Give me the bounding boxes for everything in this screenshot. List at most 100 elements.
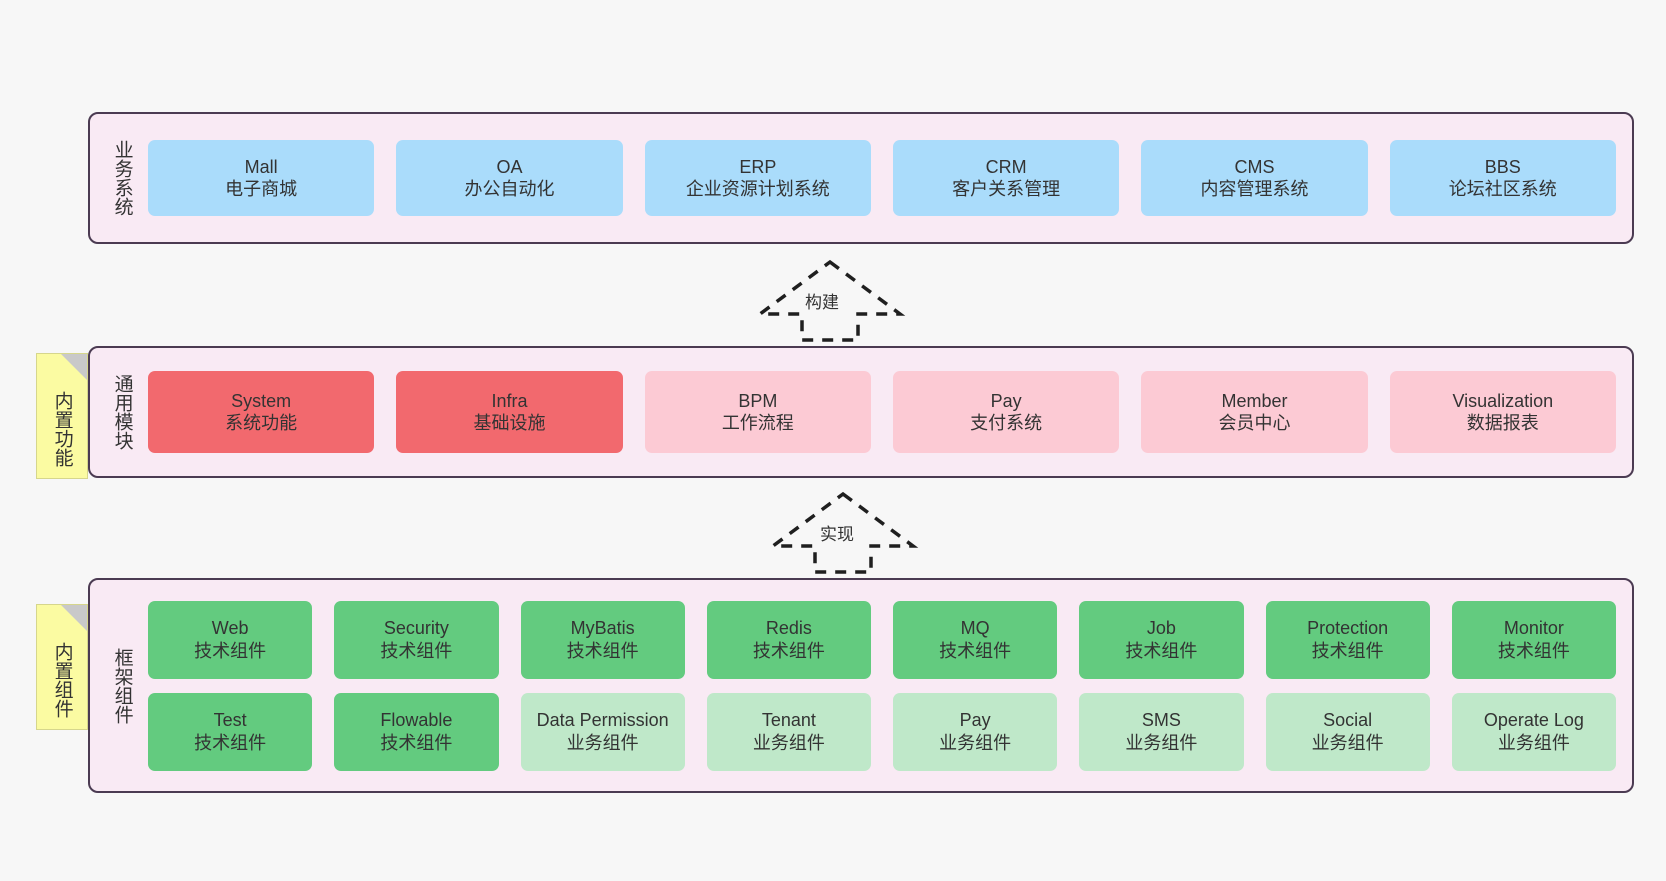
node-bpm[interactable]: BPM 工作流程 — [644, 371, 871, 453]
node-subtitle: 技术组件 — [1497, 640, 1570, 661]
page-fold-icon — [61, 605, 87, 631]
layer-body-framework-component: Web 技术组件 Security 技术组件 MyBatis 技术组件 Redi… — [144, 580, 1632, 791]
node-job[interactable]: Job 技术组件 — [1079, 600, 1244, 679]
connector-label: 构建 — [805, 293, 839, 312]
node-bbs[interactable]: BBS 论坛社区系统 — [1389, 140, 1616, 216]
node-title: Monitor — [1503, 618, 1564, 638]
node-subtitle: 业务组件 — [752, 732, 825, 753]
node-infra[interactable]: Infra 基础设施 — [396, 371, 623, 453]
node-sms[interactable]: SMS 业务组件 — [1079, 692, 1244, 771]
node-test[interactable]: Test 技术组件 — [148, 692, 313, 771]
sticky-note-builtin-features: 内置功能 — [36, 353, 88, 479]
node-redis[interactable]: Redis 技术组件 — [706, 600, 871, 679]
node-member[interactable]: Member 会员中心 — [1141, 371, 1368, 453]
node-subtitle: 业务组件 — [566, 732, 639, 753]
node-subtitle: 工作流程 — [721, 413, 794, 433]
node-flowable[interactable]: Flowable 技术组件 — [334, 692, 499, 771]
node-erp[interactable]: ERP 企业资源计划系统 — [644, 140, 871, 216]
node-subtitle: 系统功能 — [225, 413, 298, 433]
node-title: OA — [496, 156, 523, 177]
node-subtitle: 数据报表 — [1466, 413, 1539, 433]
node-row: Mall 电子商城 OA 办公自动化 ERP 企业资源计划系统 CRM 客户关系… — [148, 140, 1616, 216]
node-title: Web — [211, 618, 249, 638]
node-web[interactable]: Web 技术组件 — [148, 600, 313, 679]
node-title: Pay — [990, 390, 1022, 411]
node-subtitle: 论坛社区系统 — [1448, 179, 1557, 199]
node-subtitle: 业务组件 — [1311, 732, 1384, 753]
node-title: Flowable — [380, 710, 453, 730]
node-system[interactable]: System 系统功能 — [148, 371, 375, 453]
layer-body-business-system: Mall 电子商城 OA 办公自动化 ERP 企业资源计划系统 CRM 客户关系… — [144, 114, 1632, 242]
node-title: Member — [1221, 390, 1288, 411]
node-oa[interactable]: OA 办公自动化 — [396, 140, 623, 216]
node-title: Pay — [959, 710, 991, 730]
node-data-permission[interactable]: Data Permission 业务组件 — [520, 692, 685, 771]
node-title: Mall — [244, 156, 278, 177]
node-subtitle: 企业资源计划系统 — [685, 179, 830, 199]
node-operate-log[interactable]: Operate Log 业务组件 — [1451, 692, 1616, 771]
node-row: Web 技术组件 Security 技术组件 MyBatis 技术组件 Redi… — [148, 600, 1616, 679]
layer-title-framework-component: 框架组件 — [111, 647, 133, 724]
node-pay-component[interactable]: Pay 业务组件 — [893, 692, 1058, 771]
node-mq[interactable]: MQ 技术组件 — [893, 600, 1058, 679]
node-social[interactable]: Social 业务组件 — [1265, 692, 1430, 771]
node-subtitle: 技术组件 — [380, 732, 453, 753]
node-subtitle: 业务组件 — [1125, 732, 1198, 753]
layer-framework-component: 框架组件 Web 技术组件 Security 技术组件 MyBatis 技术组件… — [88, 578, 1634, 793]
node-crm[interactable]: CRM 客户关系管理 — [892, 140, 1120, 216]
node-tenant[interactable]: Tenant 业务组件 — [706, 692, 871, 771]
node-title: ERP — [739, 156, 777, 177]
connector-label: 实现 — [820, 525, 854, 544]
node-visualization[interactable]: Visualization 数据报表 — [1389, 371, 1616, 453]
node-subtitle: 技术组件 — [939, 640, 1012, 661]
node-title: CRM — [985, 156, 1027, 177]
node-mall[interactable]: Mall 电子商城 — [148, 140, 375, 216]
node-title: Social — [1323, 710, 1373, 730]
node-subtitle: 技术组件 — [1311, 640, 1384, 661]
generalization-arrow-icon — [754, 259, 906, 342]
layer-title-common-module: 通用模块 — [111, 374, 133, 450]
node-subtitle: 客户关系管理 — [952, 179, 1061, 199]
node-subtitle: 会员中心 — [1218, 413, 1291, 433]
node-title: Data Permission — [536, 710, 669, 730]
node-row: System 系统功能 Infra 基础设施 BPM 工作流程 Pay 支付系统… — [148, 371, 1616, 453]
sticky-note-label: 内置组件 — [51, 642, 73, 718]
node-title: Redis — [765, 618, 812, 638]
node-subtitle: 电子商城 — [225, 179, 298, 199]
node-subtitle: 技术组件 — [194, 640, 267, 661]
sticky-note-label: 内置功能 — [51, 391, 73, 467]
node-title: System — [231, 390, 292, 411]
node-subtitle: 支付系统 — [970, 413, 1043, 433]
node-subtitle: 技术组件 — [194, 732, 267, 753]
layer-body-common-module: System 系统功能 Infra 基础设施 BPM 工作流程 Pay 支付系统… — [144, 348, 1632, 476]
node-title: Infra — [491, 390, 528, 411]
node-title: Security — [383, 618, 449, 638]
node-title: Visualization — [1452, 390, 1554, 411]
node-pay-module[interactable]: Pay 支付系统 — [892, 371, 1120, 453]
node-title: BPM — [738, 390, 778, 411]
node-title: MQ — [960, 618, 990, 638]
node-security[interactable]: Security 技术组件 — [334, 600, 499, 679]
connector-build: 构建 — [754, 258, 906, 343]
generalization-arrow-icon — [767, 491, 919, 574]
page-fold-icon — [61, 354, 87, 380]
node-subtitle: 内容管理系统 — [1200, 179, 1309, 199]
node-mybatis[interactable]: MyBatis 技术组件 — [520, 600, 685, 679]
node-subtitle: 技术组件 — [380, 640, 453, 661]
connector-implement: 实现 — [767, 490, 919, 575]
node-title: Operate Log — [1483, 710, 1584, 730]
layer-common-module: 通用模块 System 系统功能 Infra 基础设施 BPM 工作流程 Pay… — [88, 346, 1634, 478]
node-monitor[interactable]: Monitor 技术组件 — [1451, 600, 1616, 679]
node-title: Tenant — [761, 710, 816, 730]
node-row: Test 技术组件 Flowable 技术组件 Data Permission … — [148, 692, 1616, 771]
node-subtitle: 技术组件 — [566, 640, 639, 661]
node-subtitle: 业务组件 — [1497, 732, 1570, 753]
node-protection[interactable]: Protection 技术组件 — [1265, 600, 1430, 679]
node-title: SMS — [1141, 710, 1181, 730]
node-title: BBS — [1484, 156, 1521, 177]
node-cms[interactable]: CMS 内容管理系统 — [1141, 140, 1368, 216]
node-subtitle: 技术组件 — [752, 640, 825, 661]
node-title: Test — [213, 710, 247, 730]
layer-title-business-system: 业务系统 — [111, 140, 133, 216]
